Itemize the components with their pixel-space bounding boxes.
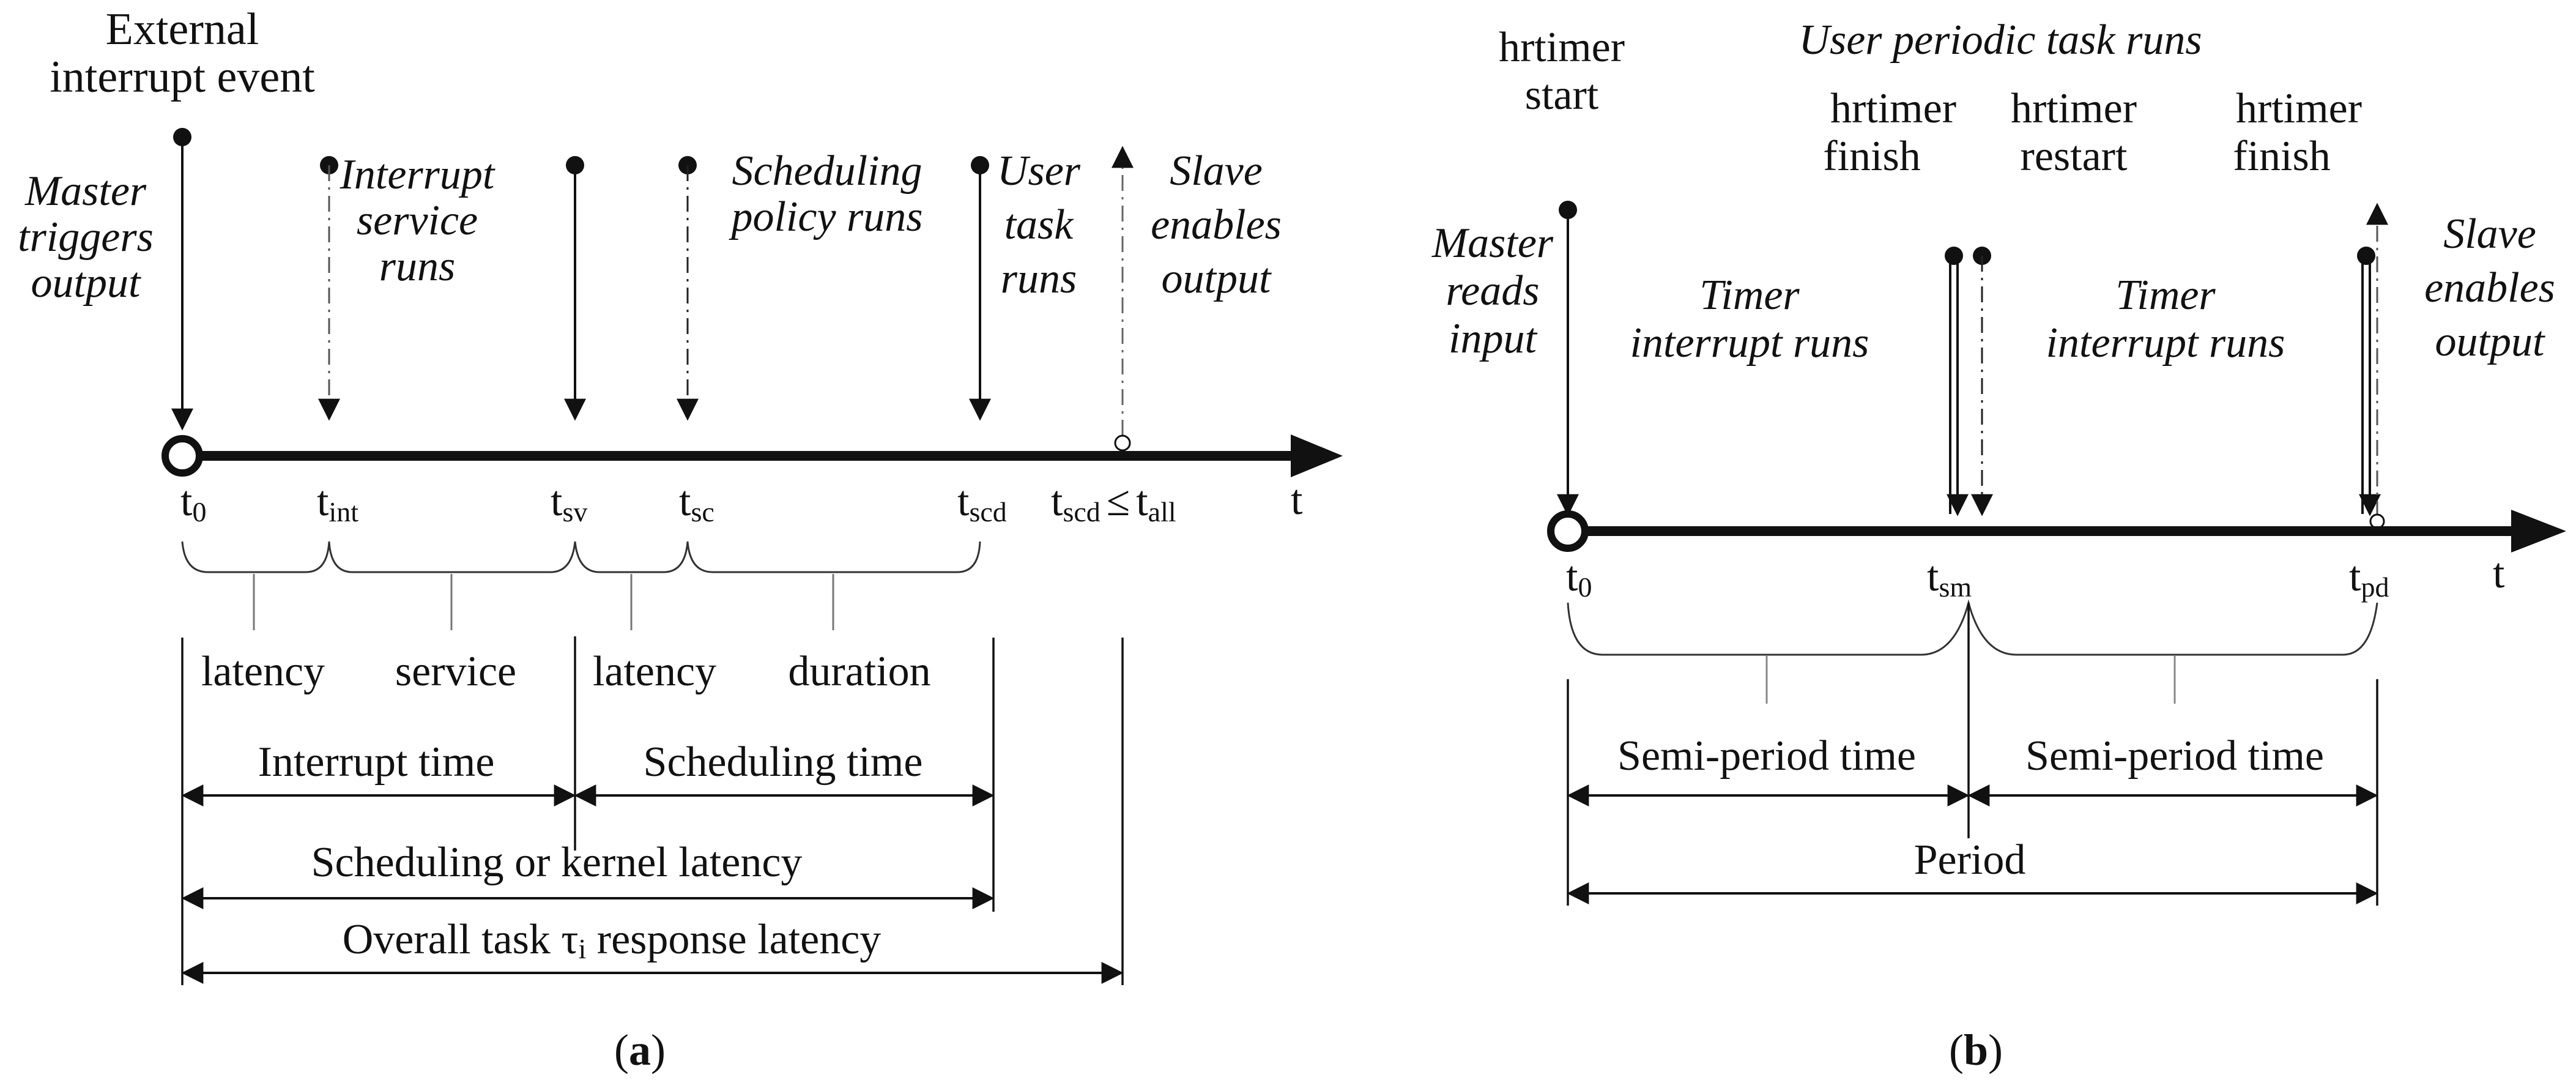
axis-t-b: t xyxy=(2493,550,2505,597)
master-reads-3: input xyxy=(1449,315,1537,362)
span-bounds-a xyxy=(181,636,1124,985)
master-triggers-label-3: output xyxy=(31,259,141,307)
tick-t0-a: t0 xyxy=(180,478,206,527)
user-task-label-1: User xyxy=(997,147,1081,195)
label-latency-1: latency xyxy=(201,648,325,695)
brace-stems-a xyxy=(253,574,834,630)
timer-interrupt2-2: interrupt runs xyxy=(2046,319,2285,367)
user-task-label-3: runs xyxy=(1001,255,1077,302)
external-interrupt-label-2: interrupt event xyxy=(50,52,315,102)
user-task-label-2: task xyxy=(1004,201,1075,248)
slave-enables-b-1: Slave xyxy=(2443,210,2536,258)
caption-a: (a) xyxy=(614,1026,666,1074)
master-triggers-label-2: triggers xyxy=(18,214,154,261)
interrupt-service-label-1: Interrupt xyxy=(340,151,496,198)
master-reads-2: reads xyxy=(1446,267,1540,315)
hrtimer-restart-1: hrtimer xyxy=(2011,85,2137,132)
caption-b: (b) xyxy=(1949,1026,2003,1074)
hrtimer-finish2-1: hrtimer xyxy=(2236,85,2362,132)
label-kernel-latency: Scheduling or kernel latency xyxy=(311,839,803,886)
tick-t0-b: t0 xyxy=(1566,553,1592,603)
tick-tsc: tsc xyxy=(679,478,715,527)
scheduling-policy-label-2: policy runs xyxy=(728,193,922,240)
hrtimer-finish1-1: hrtimer xyxy=(1830,85,1956,132)
panel-a: External interrupt event Master triggers… xyxy=(18,4,1343,1074)
tick-tint: tint xyxy=(317,478,358,527)
label-interrupt-time: Interrupt time xyxy=(258,739,495,786)
dot-hrtimer-finish2 xyxy=(2357,247,2375,265)
label-period: Period xyxy=(1914,836,2026,884)
timer-interrupt1-1: Timer xyxy=(1699,272,1800,319)
hrtimer-finish1-2: finish xyxy=(1823,133,1920,180)
timeline-a-arrowhead xyxy=(1291,434,1343,477)
tick-tsv: tsv xyxy=(551,478,587,527)
timer-interrupt2-1: Timer xyxy=(2115,272,2216,319)
slave-enables-b-2: enables xyxy=(2424,264,2555,311)
origin-circle-b xyxy=(1547,510,1589,552)
timer-interrupt1-2: interrupt runs xyxy=(1630,319,1869,367)
hrtimer-start-1: hrtimer xyxy=(1499,24,1625,71)
user-periodic-task-title: User periodic task runs xyxy=(1798,17,2202,64)
label-scheduling-time: Scheduling time xyxy=(644,739,923,786)
brace-stems-b xyxy=(1765,656,2176,704)
tick-tscd-le-tall: tscd≤tall xyxy=(1051,478,1176,527)
master-triggers-label-1: Master xyxy=(24,168,147,215)
hrtimer-finish2-2: finish xyxy=(2233,133,2330,180)
brace-chain-b xyxy=(1567,599,2378,656)
master-reads-1: Master xyxy=(1431,220,1554,267)
external-interrupt-label-1: External xyxy=(106,4,259,54)
label-service: service xyxy=(395,648,516,695)
label-semi-period-1: Semi-period time xyxy=(1617,732,1916,780)
slave-enables-b-3: output xyxy=(2435,318,2545,365)
tick-tsm: tsm xyxy=(1927,553,1972,603)
axis-t-a: t xyxy=(1291,477,1303,524)
brace-chain-a xyxy=(181,541,981,573)
braces-a xyxy=(181,541,981,573)
label-overall-latency: Overall task τi response latency xyxy=(343,916,882,964)
scheduling-policy-label-1: Scheduling xyxy=(732,147,922,195)
output-small-circle xyxy=(1114,434,1131,452)
tick-tscd: tscd xyxy=(957,478,1007,527)
slave-enables-label-3: output xyxy=(1162,255,1272,302)
origin-circle-a xyxy=(161,435,203,477)
slave-enables-label-1: Slave xyxy=(1170,147,1263,195)
panel-b: hrtimer start User periodic task runs hr… xyxy=(1431,17,2566,1074)
label-latency-2: latency xyxy=(593,648,716,695)
interrupt-service-label-3: runs xyxy=(379,243,455,290)
hrtimer-restart-2: restart xyxy=(2021,133,2128,180)
tick-tpd: tpd xyxy=(2349,553,2389,603)
label-semi-period-2: Semi-period time xyxy=(2025,732,2324,780)
label-duration: duration xyxy=(788,648,930,695)
output-small-circle-b xyxy=(2369,513,2385,529)
interrupt-service-label-2: service xyxy=(357,197,478,244)
slave-enables-label-2: enables xyxy=(1151,201,1282,248)
dot-hrtimer-finish1 xyxy=(1945,247,1963,265)
timeline-b-arrowhead xyxy=(2511,510,2566,553)
hrtimer-start-2: start xyxy=(1525,72,1599,119)
